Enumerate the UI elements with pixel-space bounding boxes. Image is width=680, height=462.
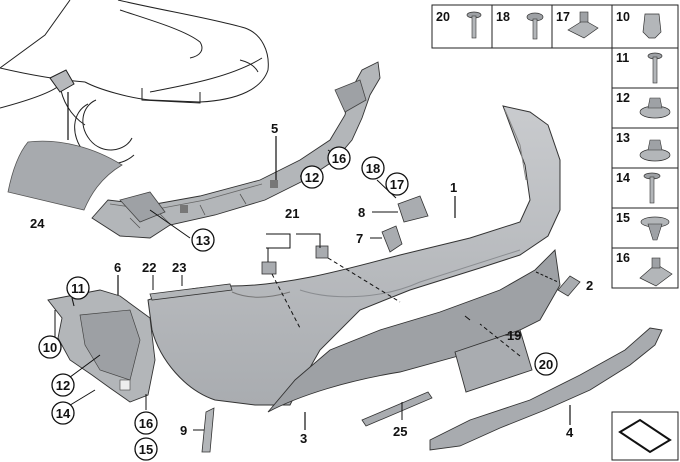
- callout-2: 2: [586, 278, 593, 293]
- rivet-icon: [643, 172, 661, 204]
- diagram-logo-box: [611, 411, 679, 461]
- part-25-clip-strip: [361, 391, 433, 427]
- nut-icon: [639, 139, 671, 162]
- screw-icon: [466, 11, 482, 39]
- callout-17: 17: [390, 177, 404, 192]
- callout-19: 19: [507, 328, 521, 343]
- callout-15: 15: [139, 442, 153, 457]
- callout-12a: 12: [305, 170, 319, 185]
- part-22-23-trim-strip: [149, 283, 233, 301]
- screw-icon: [526, 12, 544, 40]
- callout-1: 1: [450, 180, 457, 195]
- callout-6: 6: [114, 260, 121, 275]
- part-9-reflector-strip: [201, 407, 215, 453]
- callout-22: 22: [142, 260, 156, 275]
- callout-20: 20: [539, 357, 553, 372]
- clip-nut-icon: [567, 11, 599, 39]
- nut-icon: [639, 97, 671, 119]
- legend-cell-12: 12: [616, 91, 630, 105]
- legend-cell-13: 13: [616, 131, 630, 145]
- part-2-reflector: [557, 275, 581, 297]
- expansion-rivet-icon: [640, 216, 670, 241]
- callout-8: 8: [358, 205, 365, 220]
- callout-4: 4: [566, 425, 574, 440]
- callout-24: 24: [30, 216, 45, 231]
- legend-cell-16: 16: [616, 251, 630, 265]
- callout-16a: 16: [332, 151, 346, 166]
- legend-cell-15: 15: [616, 211, 630, 225]
- callout-7: 7: [356, 231, 363, 246]
- callout-25: 25: [393, 424, 407, 439]
- part-4-diffuser: [429, 327, 663, 451]
- callout-10: 10: [43, 340, 57, 355]
- car-outline: [0, 0, 269, 165]
- legend-cell-20: 20: [436, 10, 450, 24]
- part-24-protective-film: [7, 140, 123, 211]
- callout-16b: 16: [139, 416, 153, 431]
- legend-cell-10: 10: [616, 10, 630, 24]
- callout-labels: 1 2 3 4 5 6 7 8 9 19 21 22 23 24 25: [30, 121, 593, 446]
- legend-side-column: 11 12 13 14 15 16: [611, 47, 679, 289]
- legend-cell-11: 11: [616, 51, 629, 65]
- part-7-bracket: [381, 225, 403, 253]
- callout-23: 23: [172, 260, 186, 275]
- clip-icon: [642, 13, 662, 39]
- screw-icon: [647, 52, 663, 84]
- clip-nut-icon: [639, 257, 673, 287]
- part-8-bracket: [397, 195, 429, 223]
- circled-callouts: [38, 146, 558, 461]
- legend-top-row: 20 18 17 10: [431, 4, 679, 49]
- callout-9: 9: [180, 423, 187, 438]
- callout-5: 5: [271, 121, 278, 136]
- callout-12b: 12: [56, 378, 70, 393]
- callout-14: 14: [56, 406, 71, 421]
- callout-21: 21: [285, 206, 299, 221]
- callout-18: 18: [366, 161, 380, 176]
- part-5-bumper-support: [91, 61, 381, 239]
- callout-11: 11: [71, 281, 85, 296]
- legend-cell-14: 14: [616, 171, 630, 185]
- legend-cell-18: 18: [496, 10, 510, 24]
- callout-13: 13: [196, 233, 210, 248]
- part-19-license-plate-base: [454, 329, 533, 393]
- part-3-lower-trim: [267, 249, 561, 413]
- circled-callout-labels: 16 12 13 18 17 20 11 10 12 14 16 15: [43, 151, 553, 457]
- callout-3: 3: [300, 431, 307, 446]
- legend-cell-17: 17: [556, 10, 570, 24]
- part-21-clips: [261, 233, 401, 329]
